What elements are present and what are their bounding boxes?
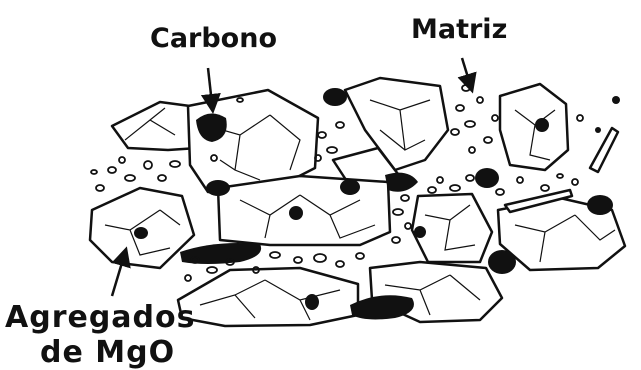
mgo-grains xyxy=(90,78,625,326)
carbon-particle xyxy=(340,179,360,195)
mgo-grain xyxy=(500,84,568,170)
carbon-particle xyxy=(134,227,148,239)
carbon-particle xyxy=(612,96,620,104)
carbon-particle xyxy=(289,206,303,220)
carbon-particle xyxy=(587,195,613,215)
mgo-grain xyxy=(178,268,358,326)
mgo-aggregates-label-line1: Agregados xyxy=(5,300,196,335)
carbon-particle xyxy=(206,180,230,196)
carbon-particle xyxy=(475,168,499,188)
carbon-particle xyxy=(180,243,261,264)
matrix-arrow xyxy=(462,58,470,84)
carbon-particle xyxy=(323,88,347,106)
carbon-particle xyxy=(414,226,426,238)
carbon-arrow xyxy=(208,68,212,104)
carbon-label: Carbono xyxy=(150,23,277,54)
mgo-grain xyxy=(218,176,390,245)
mgo-grain xyxy=(590,128,618,172)
carbon-particle xyxy=(305,294,319,310)
carbon-particle xyxy=(535,118,549,132)
carbon-particle xyxy=(385,173,418,192)
carbon-particle xyxy=(488,250,516,274)
matrix-label: Matriz xyxy=(411,14,507,45)
carbon-particle xyxy=(595,127,601,133)
